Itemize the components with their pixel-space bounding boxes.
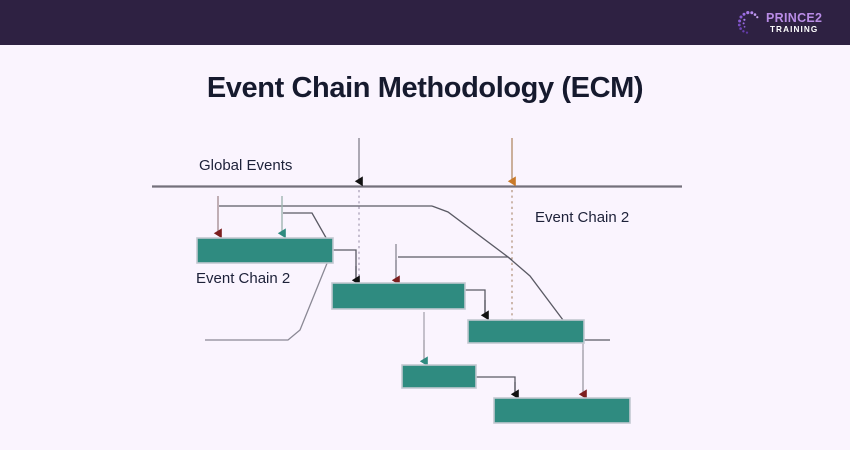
task-bar-1[interactable]: [196, 237, 334, 264]
event-arrows: [213, 196, 587, 400]
page-title: Event Chain Methodology (ECM): [206, 72, 644, 104]
task-bar-3[interactable]: [467, 319, 585, 344]
header-bar: PRINCE2 TRAINING: [0, 0, 850, 45]
dotted-swirl-icon: [737, 11, 759, 34]
connector-top-diag: [431, 205, 513, 261]
task-bar-2[interactable]: [331, 282, 466, 310]
connector-task1-out: [333, 249, 357, 279]
task-bars: [196, 237, 631, 424]
connector-task4-out: [476, 376, 516, 392]
task-bar-4[interactable]: [401, 364, 477, 389]
event-chain-2-label-right: Event Chain 2: [535, 209, 630, 226]
prince2-training-logo[interactable]: PRINCE2 TRAINING: [736, 6, 836, 40]
connector-task2-out: [465, 289, 486, 314]
logo-subtitle: TRAINING: [769, 25, 819, 35]
event-chain-2-label-left: Event Chain 2: [196, 270, 291, 287]
global-events-label: Global Events: [199, 157, 293, 174]
task-bar-5[interactable]: [493, 397, 631, 424]
connector-span-right: [398, 256, 610, 341]
connector-diag-left: [205, 250, 333, 341]
logo-name: PRINCE2: [766, 10, 823, 25]
logo-text-block: PRINCE2 TRAINING: [766, 12, 822, 35]
